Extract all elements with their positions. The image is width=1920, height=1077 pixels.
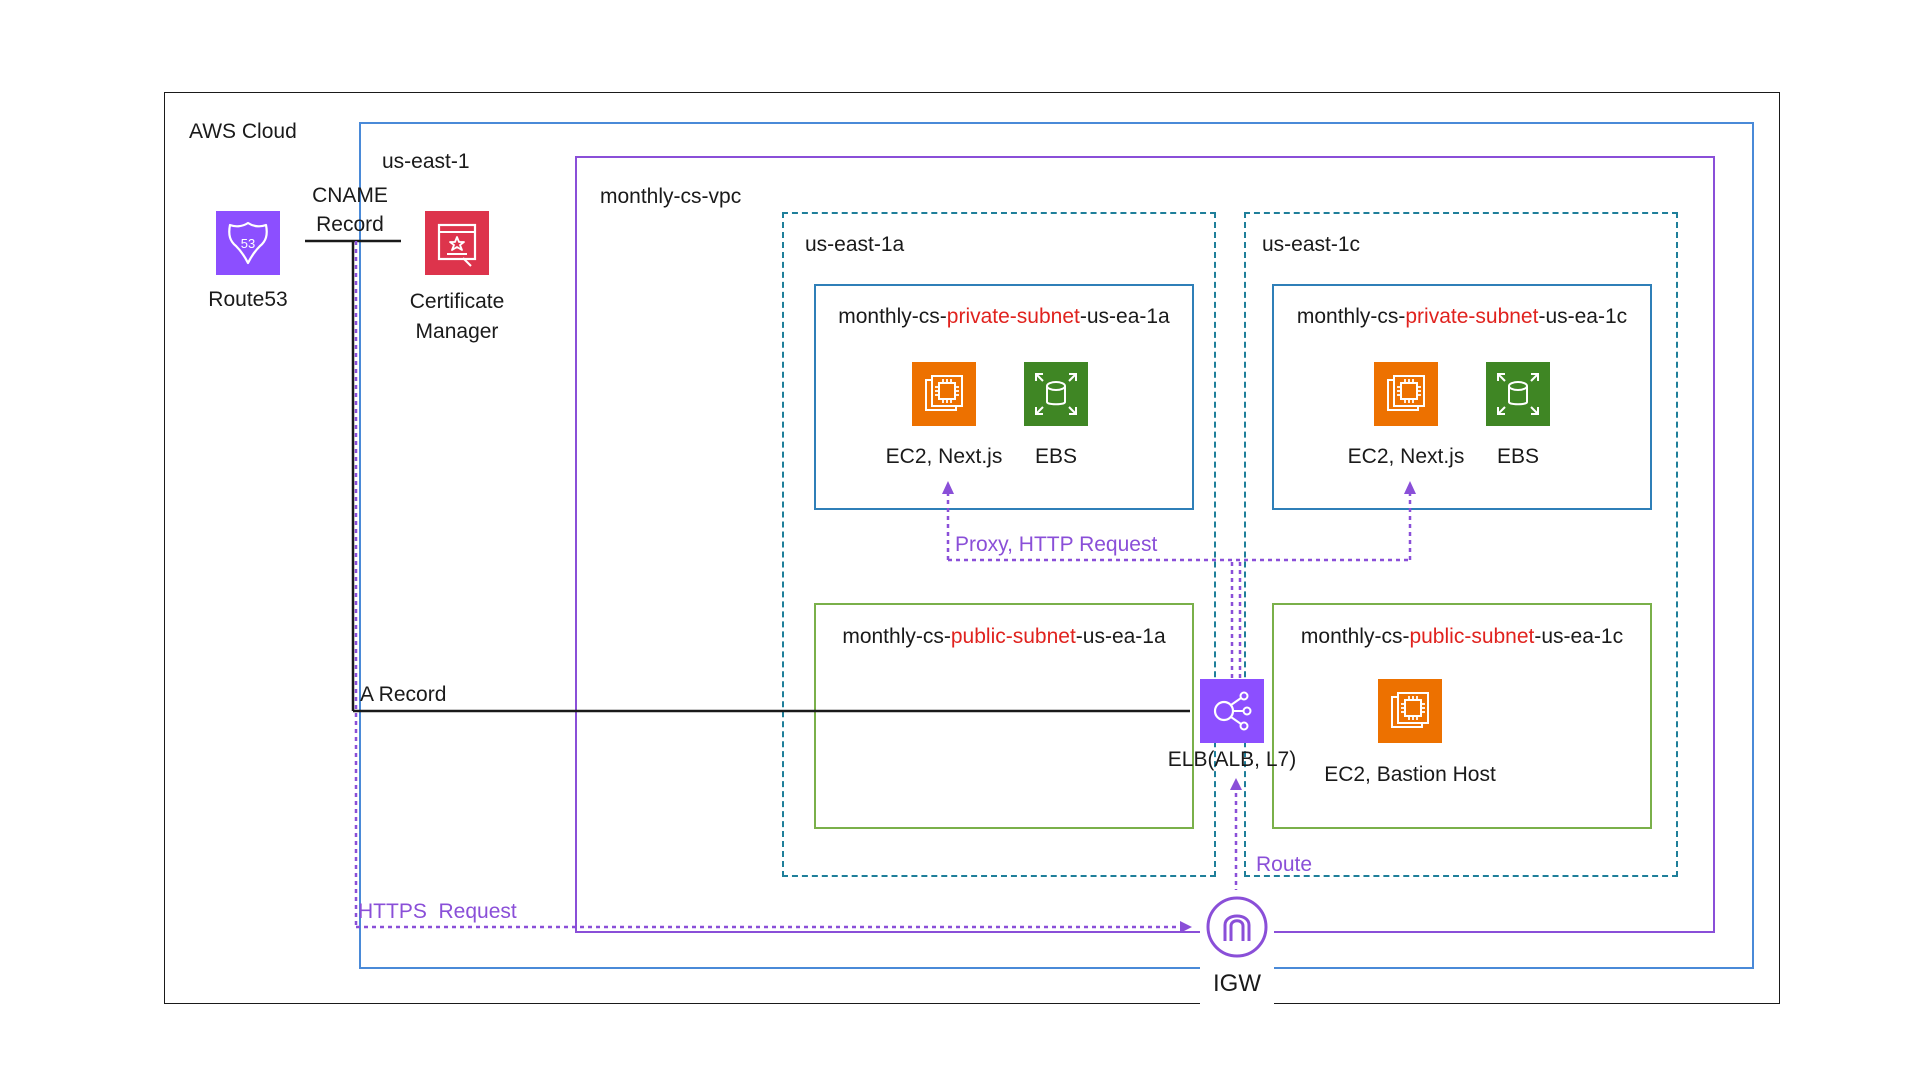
ebs-a-label: EBS <box>1034 445 1078 468</box>
ebs-volume-icon <box>1024 362 1088 426</box>
subnet-prefix: monthly-cs- <box>1300 625 1410 648</box>
private-subnet-a <box>814 284 1194 510</box>
subnet-type: public-subnet <box>1409 625 1535 648</box>
subnet-prefix: monthly-cs- <box>842 625 951 648</box>
aws-cloud-label: AWS Cloud <box>189 120 297 143</box>
cname-label-line1: CNAME <box>312 184 388 207</box>
certificate-manager-label-line1: Certificate <box>409 290 505 313</box>
private-subnet-c <box>1272 284 1652 510</box>
az-a-label: us-east-1a <box>805 233 905 256</box>
igw-label: IGW <box>1213 970 1261 997</box>
private-subnet-a-label: monthly-cs-private-subnet-us-ea-1a <box>814 305 1194 329</box>
vpc-group <box>575 156 1715 933</box>
elb-label: ELB(ALB, L7) <box>1167 748 1297 771</box>
vpc-label: monthly-cs-vpc <box>600 185 742 208</box>
route53-label: Route53 <box>208 288 288 311</box>
a-record-label: A Record <box>360 683 447 706</box>
route53-icon: 53 <box>216 211 280 275</box>
ebs-volume-icon <box>1486 362 1550 426</box>
ec2-chip-icon <box>1374 362 1438 426</box>
az-a-group <box>782 212 1216 877</box>
route-label: Route <box>1256 853 1313 876</box>
subnet-suffix: -us-ea-1c <box>1534 625 1624 648</box>
internet-gateway-icon <box>1205 895 1269 959</box>
elb-load-balancer-icon <box>1200 679 1264 743</box>
public-subnet-c-label: monthly-cs-public-subnet-us-ea-1c <box>1272 625 1652 649</box>
subnet-suffix: -us-ea-1a <box>1079 305 1170 328</box>
public-subnet-c <box>1272 603 1652 829</box>
route53-badge-text: 53 <box>241 236 255 251</box>
ebs-c-label: EBS <box>1496 445 1540 468</box>
subnet-type: public-subnet <box>950 625 1076 648</box>
ec2-next-a-label: EC2, Next.js <box>885 445 1003 468</box>
subnet-suffix: -us-ea-1a <box>1075 625 1166 648</box>
subnet-type: private-subnet <box>1405 305 1539 328</box>
subnet-prefix: monthly-cs- <box>1296 305 1406 328</box>
proxy-label: Proxy, HTTP Request <box>955 533 1158 557</box>
cname-label-line2: Record <box>316 213 384 236</box>
ec2-chip-icon <box>912 362 976 426</box>
region-label: us-east-1 <box>382 150 470 173</box>
region-group <box>359 122 1754 969</box>
ec2-chip-icon <box>1378 679 1442 743</box>
public-subnet-a <box>814 603 1194 829</box>
subnet-type: private-subnet <box>946 305 1080 328</box>
az-c-label: us-east-1c <box>1262 233 1361 256</box>
https-label: HTTPS Request <box>358 900 517 923</box>
subnet-prefix: monthly-cs- <box>838 305 947 328</box>
ec2-next-c-label: EC2, Next.js <box>1347 445 1465 468</box>
public-subnet-a-label: monthly-cs-public-subnet-us-ea-1a <box>814 625 1194 649</box>
subnet-suffix: -us-ea-1c <box>1538 305 1628 328</box>
az-c-group <box>1244 212 1678 877</box>
certificate-manager-label-line2: Manager <box>415 320 499 343</box>
aws-cloud-group <box>164 92 1780 1004</box>
certificate-manager-icon <box>425 211 489 275</box>
private-subnet-c-label: monthly-cs-private-subnet-us-ea-1c <box>1272 305 1652 329</box>
ec2-bastion-label: EC2, Bastion Host <box>1324 763 1496 786</box>
